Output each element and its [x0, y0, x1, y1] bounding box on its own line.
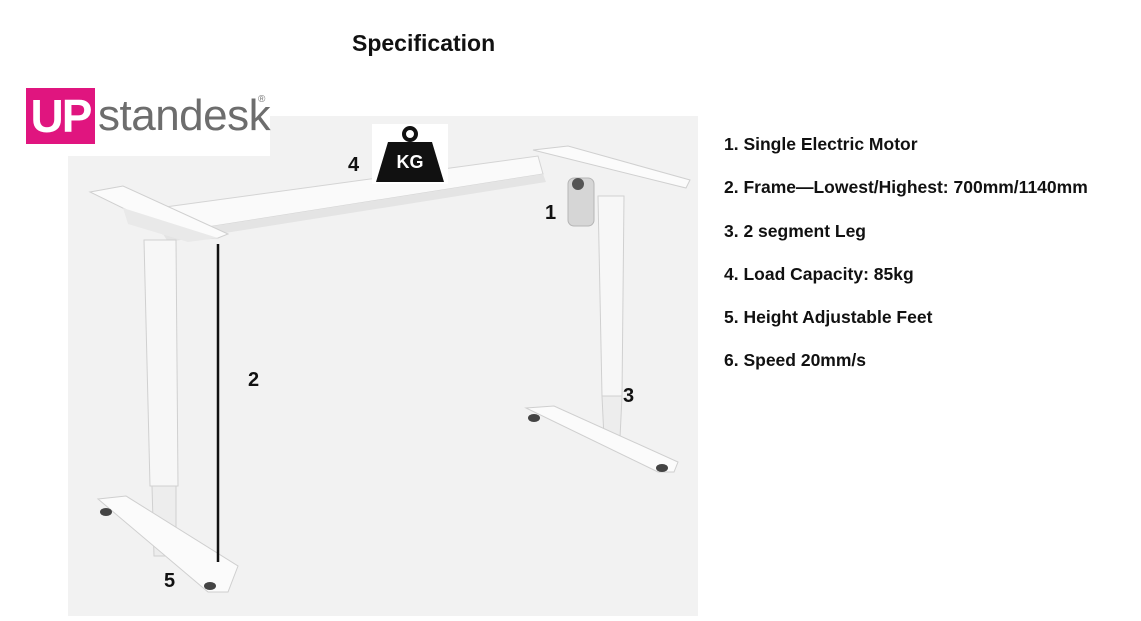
logo-mark: UP — [26, 88, 95, 144]
spec-item: 2. Frame—Lowest/Highest: 700mm/1140mm — [724, 177, 1088, 198]
desk-frame-illustration — [88, 145, 691, 593]
spec-item: 5. Height Adjustable Feet — [724, 307, 933, 328]
spec-list: 1. Single Electric Motor 2. Frame—Lowest… — [724, 134, 1088, 394]
desk-frame-photo — [68, 116, 698, 616]
callout-2: 2 — [248, 369, 260, 391]
spec-item: 3. 2 segment Leg — [724, 220, 866, 241]
callout-1: 1 — [545, 202, 557, 224]
registered-mark: ® — [258, 94, 266, 105]
spec-item: 1. Single Electric Motor — [724, 134, 918, 154]
page-title: Specification — [352, 30, 496, 56]
logo-wordmark: standesk — [98, 91, 271, 140]
callout-3: 3 — [623, 385, 635, 407]
callout-4: 4 — [348, 154, 360, 176]
spec-item: 4. Load Capacity: 85kg — [724, 263, 914, 284]
upstandesk-logo: UP standesk ® — [24, 84, 271, 156]
weight-icon: KG — [372, 124, 448, 184]
weight-icon-label: KG — [396, 152, 424, 172]
spec-item: 6. Speed 20mm/s — [724, 350, 867, 371]
callout-5: 5 — [164, 570, 176, 592]
